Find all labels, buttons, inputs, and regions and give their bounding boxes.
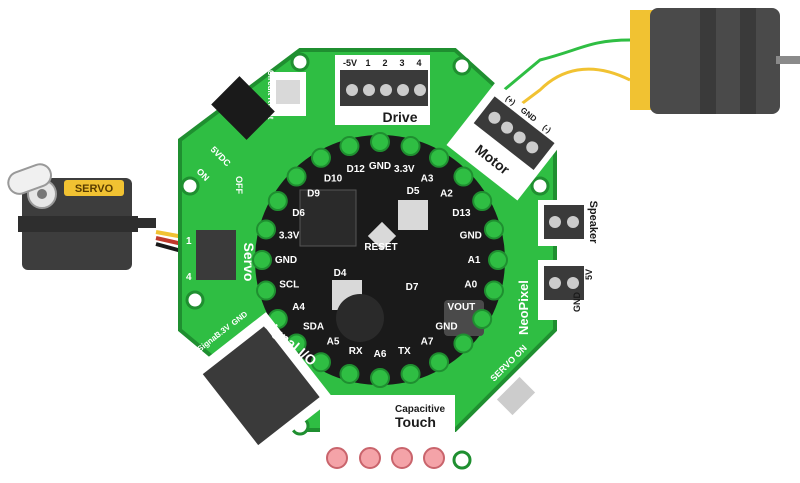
speaker-label: Speaker — [587, 201, 599, 245]
servo-motor: SERVO — [7, 163, 156, 270]
pin-pad — [429, 352, 449, 373]
pin-pad — [339, 363, 360, 384]
pin-label: A1 — [468, 255, 481, 266]
pin-pad — [453, 333, 474, 354]
touch-pad-3: 3 — [399, 433, 406, 447]
capacitive-line1: Capacitive — [395, 404, 445, 415]
pin-pad — [488, 250, 508, 270]
pin-pad — [286, 166, 307, 187]
pin-label: GND — [369, 161, 391, 172]
neopixel-label: NeoPixel — [516, 280, 531, 335]
neopixel-pin-gnd: GND — [572, 292, 582, 313]
pin-pad — [429, 147, 449, 168]
pin-label: 3.3V — [279, 231, 300, 242]
pin-pad — [483, 219, 504, 240]
pin-pad — [311, 352, 331, 373]
pin-label: A2 — [440, 189, 453, 200]
neopixel-pin-5v: 5V — [584, 269, 594, 280]
touch-pad-2: 2 — [367, 433, 374, 447]
servo-pin-4: 4 — [186, 272, 192, 283]
pin-pad — [311, 147, 331, 168]
cpx-d4: D4 — [334, 268, 347, 279]
pin-label: D13 — [452, 208, 471, 219]
drive-pin-4: 4 — [416, 58, 421, 68]
cpx-reset: RESET — [364, 242, 397, 253]
servo-header: Servo 1 4 — [186, 230, 257, 283]
pin-label: GND — [435, 321, 457, 332]
capacitive-touch: Capacitive Touch 1 2 3 4 — [320, 395, 455, 469]
pin-label: 3.3V — [394, 164, 415, 175]
pin-pad — [256, 219, 277, 240]
pin-pad — [472, 191, 493, 211]
pin-pad — [483, 280, 504, 301]
pin-pad — [472, 309, 493, 329]
pin-label: D10 — [324, 174, 343, 185]
pin-label: SCL — [279, 279, 299, 290]
pin-pad — [370, 132, 390, 152]
neopixel-terminal: GND 5V NeoPixel — [516, 260, 594, 335]
servo-pin-1: 1 — [186, 236, 192, 247]
pin-label: D6 — [292, 208, 305, 219]
pin-label: RX — [349, 346, 363, 357]
switch-off-label: OFF — [234, 176, 244, 194]
drive-label: Drive — [382, 109, 417, 125]
servo-port-label: Servo — [241, 243, 257, 282]
pin-pad — [370, 368, 390, 388]
pin-label: SDA — [303, 321, 324, 332]
drive-pin-5v: -5V — [343, 58, 357, 68]
drive-terminal: Drive -5V 1 2 3 4 — [335, 55, 430, 125]
capacitive-line2: Touch — [395, 414, 436, 430]
touch-pad-4: 4 — [431, 433, 438, 447]
pin-label: VOUT — [448, 302, 476, 313]
pin-label: A7 — [421, 336, 434, 347]
drive-pin-1: 1 — [365, 58, 370, 68]
pin-label: A4 — [292, 302, 305, 313]
circuit-playground: RESET D5 D4 D7 — [255, 135, 505, 385]
circuit-reset-label: Circuit Reset — [266, 70, 275, 120]
pin-pad — [252, 250, 272, 270]
pin-label: A0 — [464, 279, 477, 290]
pin-label: A5 — [327, 336, 340, 347]
pin-label: D9 — [307, 189, 320, 200]
motor-wires — [491, 38, 631, 122]
pin-label: A3 — [421, 174, 434, 185]
drive-pin-3: 3 — [399, 58, 404, 68]
pin-label: TX — [398, 346, 411, 357]
cpx-d7: D7 — [406, 282, 419, 293]
pin-label: GND — [460, 231, 482, 242]
cpx-d5: D5 — [407, 186, 420, 197]
touch-pad-1: 1 — [334, 433, 341, 447]
pin-label: D12 — [346, 164, 365, 175]
pin-pad — [267, 191, 288, 211]
pin-pad — [400, 363, 421, 384]
pin-label: A6 — [374, 349, 387, 360]
pin-label: GND — [275, 255, 297, 266]
pin-pad — [400, 136, 421, 157]
pin-pad — [453, 166, 474, 187]
dc-motor — [630, 8, 800, 114]
pin-pad — [339, 136, 360, 157]
speaker-terminal: Speaker — [538, 200, 599, 246]
drive-pin-2: 2 — [382, 58, 387, 68]
pin-pad — [256, 280, 277, 301]
servo-label: SERVO — [75, 183, 114, 195]
